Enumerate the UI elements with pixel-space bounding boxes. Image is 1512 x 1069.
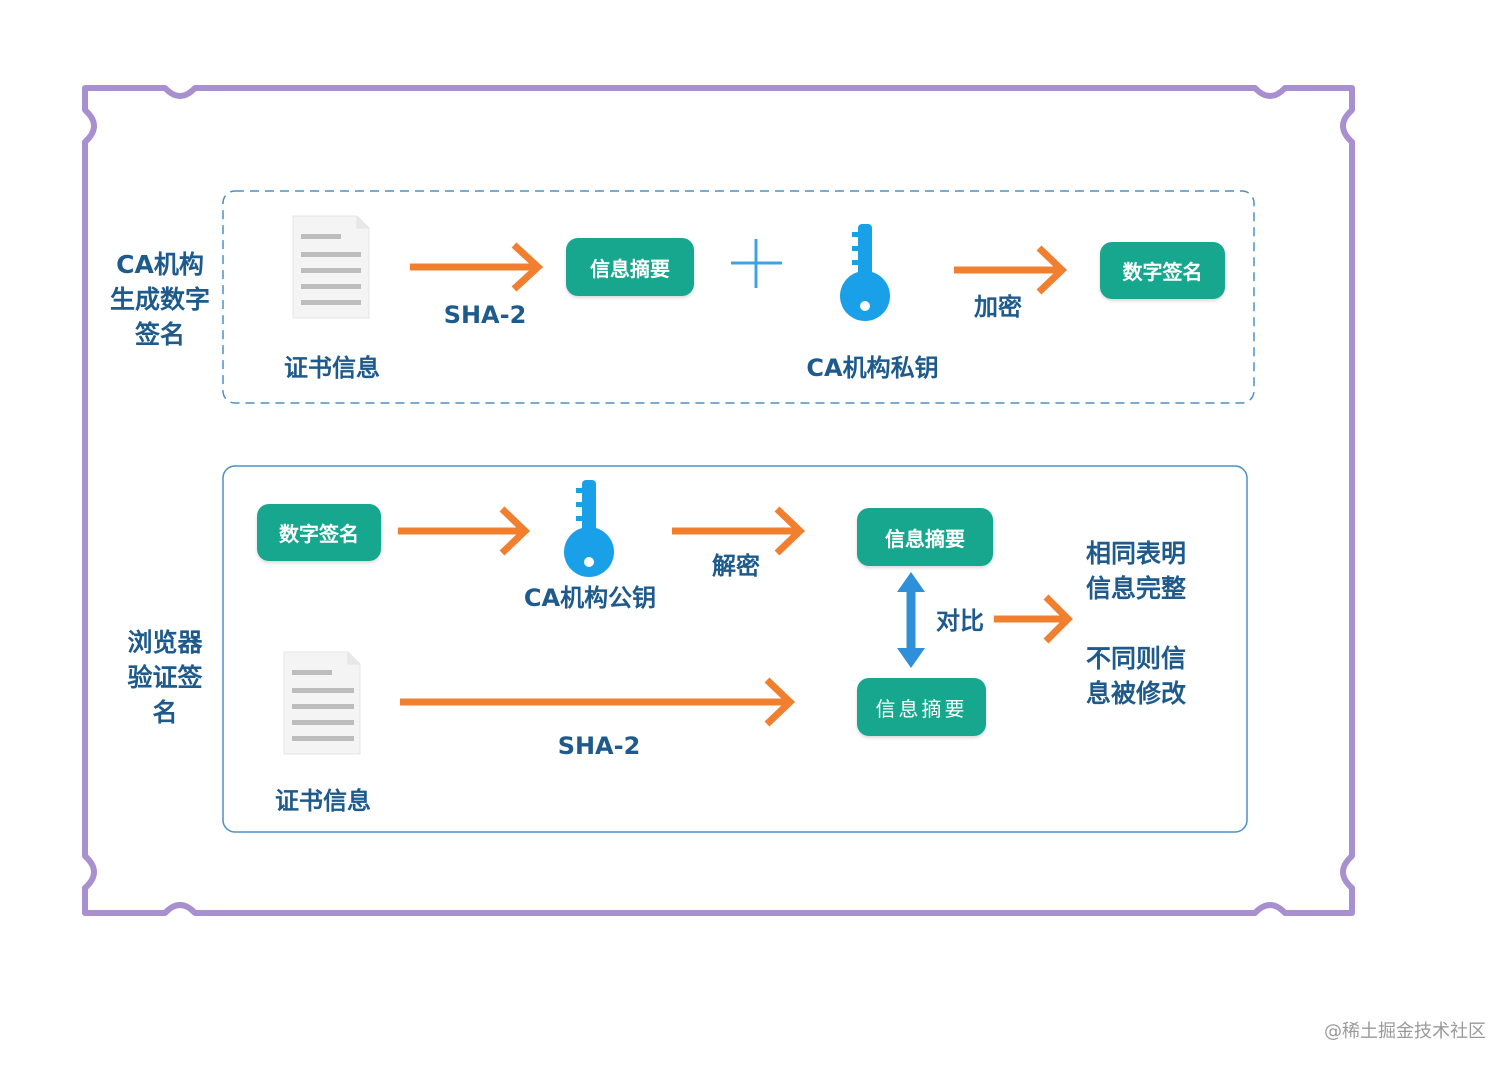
hash-label: SHA-2 bbox=[443, 301, 527, 329]
digest-box: 信息摘要 bbox=[566, 238, 694, 296]
key-icon bbox=[564, 480, 614, 577]
bottom-section-box bbox=[222, 465, 1248, 833]
arrow-encrypt bbox=[954, 245, 1068, 295]
decrypted-digest-box: 信息摘要 bbox=[857, 508, 993, 566]
top-side-label: CA机构 生成数字 签名 bbox=[109, 250, 210, 349]
hashed-digest-box: 信息摘要 bbox=[857, 678, 986, 736]
compare-double-arrow bbox=[897, 572, 925, 668]
watermark: @稀土掘金技术社区 bbox=[1324, 1021, 1486, 1042]
compare-label: 对比 bbox=[936, 607, 984, 635]
result-diff-label: 不同则信 息被修改 bbox=[1086, 644, 1187, 708]
arrow-hash bbox=[410, 242, 544, 292]
private-key-label: CA机构私钥 bbox=[806, 354, 939, 382]
public-key-label: CA机构公钥 bbox=[523, 584, 657, 612]
arrow-hash-long bbox=[400, 677, 796, 727]
key-icon bbox=[840, 224, 890, 321]
signature-box: 数字签名 bbox=[1100, 242, 1225, 299]
hash-label: SHA-2 bbox=[557, 732, 641, 760]
result-same-label: 相同表明 信息完整 bbox=[1086, 539, 1187, 603]
document-icon bbox=[283, 651, 361, 755]
plus-icon bbox=[731, 239, 782, 288]
bottom-side-label: 浏览器 验证签 名 bbox=[127, 628, 203, 727]
arrow-signature-to-key bbox=[398, 506, 531, 556]
signature-box: 数字签名 bbox=[257, 504, 381, 561]
arrow-decrypt bbox=[672, 506, 806, 556]
top-section-box bbox=[222, 190, 1255, 404]
document-label: 证书信息 bbox=[284, 354, 380, 382]
arrow-compare-result bbox=[994, 594, 1073, 644]
outer-frame bbox=[82, 85, 1355, 916]
document-label: 证书信息 bbox=[275, 787, 371, 815]
document-icon bbox=[292, 215, 370, 319]
encrypt-label: 加密 bbox=[974, 293, 1022, 321]
decrypt-label: 解密 bbox=[712, 552, 760, 580]
